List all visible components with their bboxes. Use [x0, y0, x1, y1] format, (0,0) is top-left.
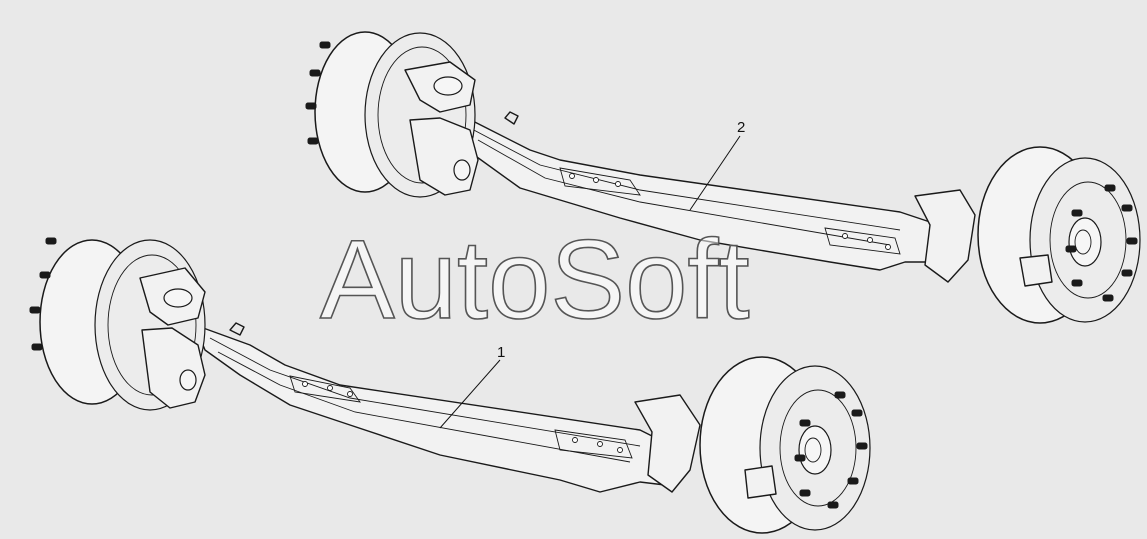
wheel-stud-icon: [319, 41, 331, 49]
axle-1-left-brake-drum: [29, 237, 206, 411]
callout-1: 1: [439, 344, 505, 429]
axle-2-left-brake-drum: [305, 31, 479, 198]
callout-2: 2: [689, 119, 745, 211]
watermark-logo: AutoSoft: [320, 217, 750, 342]
callout-2-label: 2: [737, 119, 745, 136]
axle-2-beam: [454, 111, 936, 271]
axle-1-beam: [194, 322, 666, 493]
axle-1: [29, 237, 871, 534]
axle-2-right-brake-drum: [914, 146, 1141, 324]
callout-1-label: 1: [497, 344, 505, 361]
axle-2: [305, 31, 1141, 324]
axle-1-right-brake-drum: [634, 356, 871, 534]
